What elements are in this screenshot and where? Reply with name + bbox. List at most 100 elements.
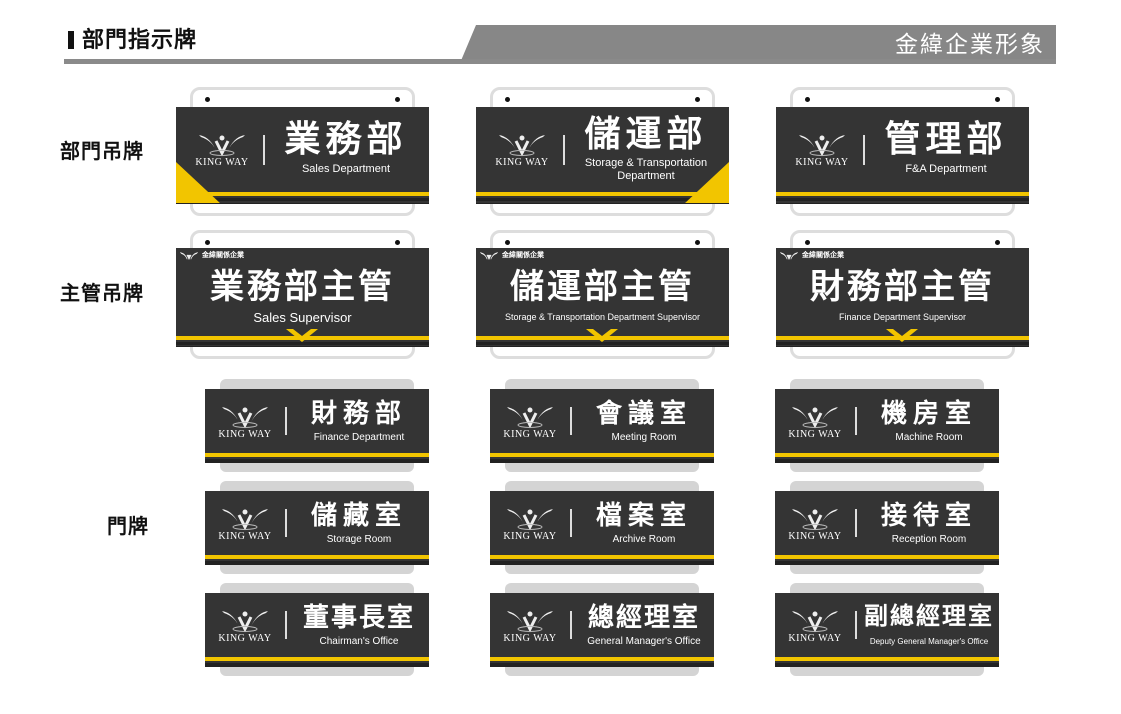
sign-title-zh: 副總經理室 [864, 603, 994, 630]
chevron-down-icon [284, 328, 320, 343]
logo-text: KING WAY [218, 633, 272, 644]
accent-stripe [775, 453, 999, 457]
title-bar-icon [68, 31, 74, 49]
dark-line [775, 459, 999, 462]
sign-title-en: F&A Department [905, 163, 987, 175]
mini-logo-zh: 金緯關係企業 [502, 252, 544, 259]
divider [263, 135, 265, 165]
king-way-logo: KING WAY [498, 403, 562, 441]
row-label-supervisor: 主管吊牌 [60, 283, 144, 305]
divider [285, 407, 287, 435]
king-way-logo: KING WAY [790, 131, 854, 169]
accent-stripe [176, 192, 429, 196]
dark-line [776, 198, 1029, 201]
accent-stripe [205, 453, 429, 457]
chevron-down-icon [884, 328, 920, 343]
king-way-emblem-icon [783, 505, 847, 531]
sign-title-zh: 業務部 [284, 118, 408, 159]
divider [855, 611, 857, 639]
dark-line [776, 342, 1029, 345]
logo-text: KING WAY [503, 633, 557, 644]
sign-panel: KING WAY 儲運部 Storage & Transportation Depa… [476, 107, 729, 204]
logo-text: KING WAY [195, 157, 249, 168]
hole-icon [695, 240, 700, 245]
king-way-emblem-icon [190, 131, 254, 157]
logo-text: KING WAY [218, 531, 272, 542]
sign-title-en: Storage & Transportation Department [584, 157, 708, 182]
sign-title-zh: 總經理室 [587, 602, 700, 632]
accent-stripe [205, 555, 429, 559]
king-way-emblem-icon [790, 131, 854, 157]
header-underline [64, 59, 1056, 64]
accent-stripe [490, 453, 714, 457]
logo-text: KING WAY [503, 531, 557, 542]
king-way-emblem-icon [480, 251, 498, 261]
sign-title-zh: 儲運部 [584, 113, 708, 154]
sign-title-en: Reception Room [891, 534, 967, 545]
king-way-emblem-icon [490, 131, 554, 157]
dark-line [205, 459, 429, 462]
hole-icon [505, 240, 510, 245]
row-label-door: 門牌 [107, 516, 149, 538]
hole-icon [805, 97, 810, 102]
king-way-logo: KING WAY [213, 607, 277, 645]
sign-panel: KING WAY 業務部 Sales Department [176, 107, 429, 204]
dark-line [775, 561, 999, 564]
king-way-emblem-icon [780, 251, 798, 261]
dark-line [476, 198, 729, 201]
dark-line [490, 561, 714, 564]
page-title: 部門指示牌 [68, 26, 197, 54]
accent-stripe [490, 657, 714, 661]
king-way-emblem-icon [498, 505, 562, 531]
divider [863, 135, 865, 165]
dark-line [490, 459, 714, 462]
page-title-text: 部門指示牌 [82, 27, 198, 52]
mini-logo-zh: 金緯關係企業 [802, 252, 844, 259]
sign-title-en: Sales Department [301, 163, 391, 175]
sign-title-zh: 管理部 [884, 118, 1008, 159]
king-way-logo: KING WAY [783, 607, 847, 645]
mini-logo: 金緯關係企業 [480, 251, 544, 261]
sign-title-zh: 儲藏室 [310, 500, 407, 530]
sign-title-en: Deputy General Manager's Office [869, 637, 989, 646]
sign-panel: 金緯關係企業儲運部主管 Storage & Transportation Depa… [476, 248, 729, 347]
king-way-emblem-icon [213, 505, 277, 531]
hole-icon [205, 240, 210, 245]
sign-panel: KING WAY 接待室 Reception Room [775, 491, 999, 565]
logo-text: KING WAY [503, 429, 557, 440]
king-way-emblem-icon [783, 403, 847, 429]
hole-icon [995, 97, 1000, 102]
divider [570, 407, 572, 435]
king-way-emblem-icon [498, 403, 562, 429]
mini-logo-zh: 金緯關係企業 [202, 252, 244, 259]
sign-title-en: Storage Room [326, 534, 392, 545]
dark-line [205, 561, 429, 564]
logo-text: KING WAY [495, 157, 549, 168]
sign-title-zh: 接待室 [880, 500, 977, 530]
logo-text: KING WAY [788, 531, 842, 542]
dark-line [205, 663, 429, 666]
sign-title-zh: 機房室 [880, 398, 977, 428]
logo-text: KING WAY [788, 429, 842, 440]
hole-icon [995, 240, 1000, 245]
mini-logo: 金緯關係企業 [180, 251, 244, 261]
divider [855, 407, 857, 435]
king-way-emblem-icon [783, 607, 847, 633]
sign-title-en: Storage & Transportation Department Supe… [504, 312, 701, 322]
sign-title-zh: 儲運部主管 [510, 268, 695, 306]
sign-title-en: Sales Supervisor [253, 310, 352, 325]
sign-title-en: Finance Department [313, 432, 405, 443]
dark-line [476, 342, 729, 345]
accent-stripe [205, 657, 429, 661]
sign-panel: KING WAY 儲藏室 Storage Room [205, 491, 429, 565]
hole-icon [205, 97, 210, 102]
king-way-emblem-icon [213, 403, 277, 429]
accent-stripe [776, 192, 1029, 196]
sign-panel: KING WAY 管理部 F&A Department [776, 107, 1029, 204]
